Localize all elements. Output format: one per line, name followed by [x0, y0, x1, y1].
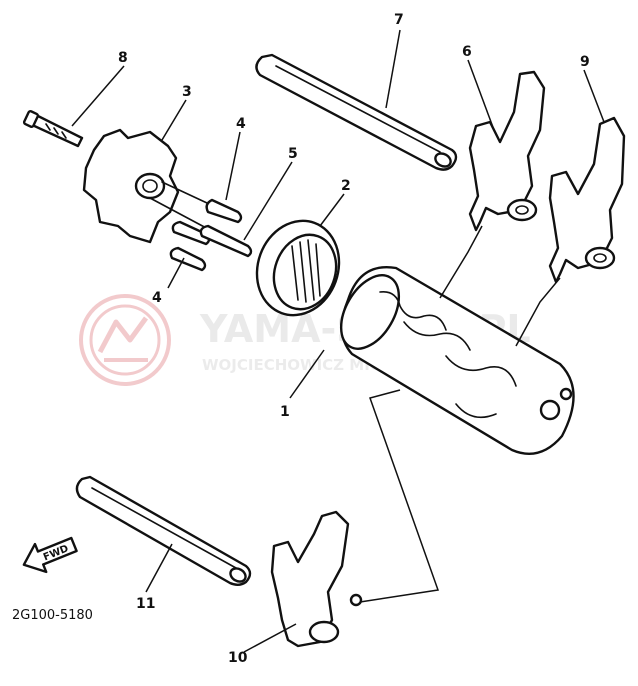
- shift-fork-shaft-lower: [75, 475, 252, 586]
- callout-6: 8: [118, 50, 128, 66]
- callout-4-upper: 4: [236, 116, 246, 132]
- callout-7: 9: [580, 54, 590, 70]
- callout-8: 10: [228, 650, 248, 666]
- callouts: 8 3 4 5 2 4 7 6 9 1 11 10: [118, 12, 590, 666]
- leader-lines: [71, 29, 605, 653]
- shift-fork-9: [468, 70, 546, 232]
- callout-10: 7: [394, 12, 404, 28]
- shift-drum-segment: [82, 128, 223, 244]
- dowel-pin-lower: [169, 246, 207, 272]
- callout-11: 11: [136, 596, 155, 612]
- watermark-logo: [79, 294, 171, 386]
- shift-drum: [339, 266, 575, 455]
- locating-pin: [199, 224, 253, 258]
- callout-5: 5: [288, 146, 298, 162]
- dowel-pin-upper: [205, 198, 243, 224]
- callout-2: 2: [341, 178, 351, 194]
- bolt: [22, 110, 84, 148]
- callout-9: 6: [462, 44, 472, 60]
- shift-fork-shaft-upper: [255, 53, 458, 171]
- fwd-arrow: FWD: [22, 536, 78, 574]
- callout-1: 1: [280, 404, 290, 420]
- shift-fork-8: [270, 510, 363, 648]
- shift-fork-7: [548, 116, 626, 284]
- part-code: 2G100-5180: [12, 608, 93, 623]
- needle-bearing: [255, 219, 341, 317]
- callout-4-lower: 4: [152, 290, 162, 306]
- callout-3: 3: [182, 84, 192, 100]
